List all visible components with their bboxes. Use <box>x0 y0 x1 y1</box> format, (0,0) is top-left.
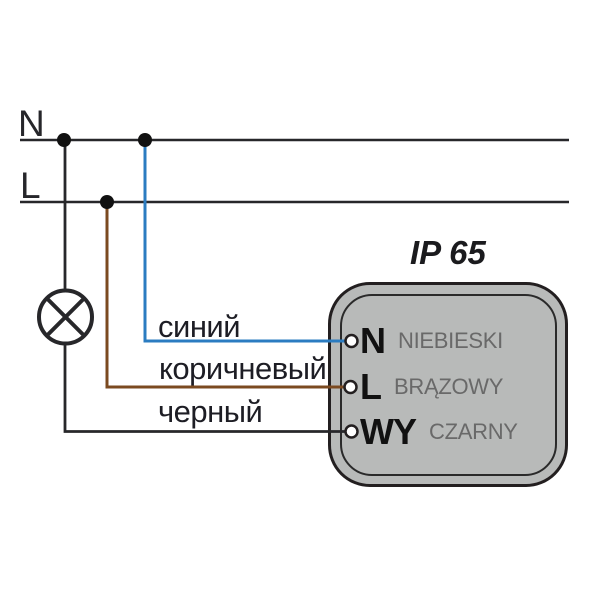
wire-label-blue: синий <box>158 309 241 344</box>
terminal-n-wire-name: NIEBIESKI <box>398 328 503 353</box>
ip-rating-label: IP 65 <box>410 234 486 271</box>
terminal-row-wy: WY CZARNY <box>360 412 518 452</box>
device-box <box>328 282 568 487</box>
junction-dot-l <box>100 195 114 209</box>
terminal-row-l: L BRĄZOWY <box>360 367 503 407</box>
lamp-icon <box>37 288 94 346</box>
wire-label-black: черный <box>158 394 263 429</box>
junction-dot-n2 <box>138 133 152 147</box>
terminal-wy-wire-name: CZARNY <box>429 419 518 444</box>
terminal-wy-label: WY <box>360 411 417 452</box>
bus-label-neutral: N <box>18 103 45 144</box>
bus-label-line: L <box>20 165 41 206</box>
wire-label-brown: коричневый <box>159 351 327 386</box>
terminal-l-wire-name: BRĄZOWY <box>394 374 504 399</box>
terminal-row-n: N NIEBIESKI <box>360 321 503 361</box>
terminal-n-label: N <box>360 320 386 361</box>
junction-dot-n1 <box>57 133 71 147</box>
terminal-l-label: L <box>360 366 382 407</box>
